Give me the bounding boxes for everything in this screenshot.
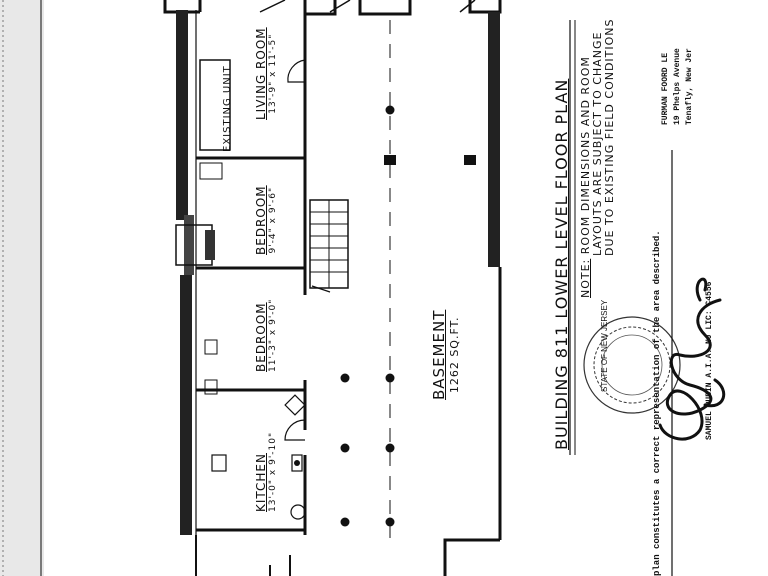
bedroom1-dims: 9'-4" x 9'-6": [268, 186, 278, 254]
top-angled-walls: [259, 0, 351, 13]
left-exterior-wall-window: [184, 215, 194, 275]
top-angled-wall-right: [459, 0, 476, 13]
left-exterior-wall-upper: [176, 10, 188, 220]
closet-1: [199, 162, 223, 180]
basement-name: BASEMENT: [430, 309, 448, 400]
closet-2: [204, 339, 218, 355]
living-room-dims: 13'-9" x 11'-5": [268, 33, 278, 114]
architect-street: 19 Phelps Avenue: [673, 48, 682, 125]
kitchen-label: KITCHEN 13'-0" x 9'-10": [254, 432, 278, 512]
right-exterior-wall: [488, 12, 500, 267]
door-living-room: [287, 59, 306, 83]
top-wall-left: [163, 0, 202, 14]
plan-title: BUILDING 811 LOWER LEVEL FLOOR PLAN: [552, 78, 571, 450]
bedroom2-name: BEDROOM: [254, 302, 268, 372]
left-exterior-wall-lower: [180, 275, 192, 535]
top-wall-stair: [358, 0, 412, 16]
signatory-text: SAMUEL RUBIN A.I.A. NJ LIC: C4556: [705, 281, 714, 440]
bedroom2-label: BEDROOM 11'-3" x 9'-0": [254, 299, 278, 372]
door-kitchen: [284, 419, 306, 441]
bedroom2-dims: 11'-3" x 9'-0": [268, 298, 278, 372]
note-line-3: DUE TO EXISTING FIELD CONDITIONS: [603, 18, 616, 257]
basement-area: 1262 SQ.FT.: [448, 316, 461, 394]
architect-name: FURMAN FOORD LE: [661, 52, 670, 125]
bottom-right-wall: [443, 538, 500, 576]
certification-text: plan constitutes a correct representatio…: [652, 230, 662, 576]
basement-label: BASEMENT 1262 SQ.FT.: [430, 310, 461, 400]
plan-note: NOTE: ROOM DIMENSIONS AND ROOM LAYOUTS A…: [579, 18, 616, 299]
architect-seal: [583, 316, 681, 414]
signature: [658, 277, 726, 441]
bedroom1-label: BEDROOM 9'-4" x 9'-6": [254, 185, 278, 255]
living-room-label: LIVING ROOM 13'-9" x 11'-5": [254, 27, 278, 120]
top-wall-right: [468, 0, 502, 14]
kitchen-appliances: [211, 454, 306, 520]
kitchen-dims: 13'-0" x 9'-10": [268, 431, 278, 512]
existing-unit-recess: [199, 59, 231, 151]
existing-unit-label: EXISTING UNIT: [222, 65, 233, 152]
seal-text: STATE OF NEW JERSEY: [600, 299, 609, 392]
closet-3: [204, 379, 218, 395]
kitchen-fixture: [284, 394, 306, 416]
living-room-name: LIVING ROOM: [254, 27, 268, 120]
architect-block: FURMAN FOORD LE 19 Phelps Avenue Tenafly…: [660, 48, 696, 125]
note-label: NOTE:: [579, 258, 592, 298]
bottom-left-walls: [195, 535, 291, 576]
basement-columns: [340, 105, 476, 527]
architect-city: Tenafly, New Jer: [685, 48, 694, 125]
bedroom1-name: BEDROOM: [254, 185, 268, 255]
window-bay-fill: [205, 230, 215, 260]
stairs: [309, 199, 349, 293]
scan-margin: [0, 0, 44, 576]
top-wall-mid: [303, 0, 337, 16]
kitchen-name: KITCHEN: [254, 453, 268, 512]
